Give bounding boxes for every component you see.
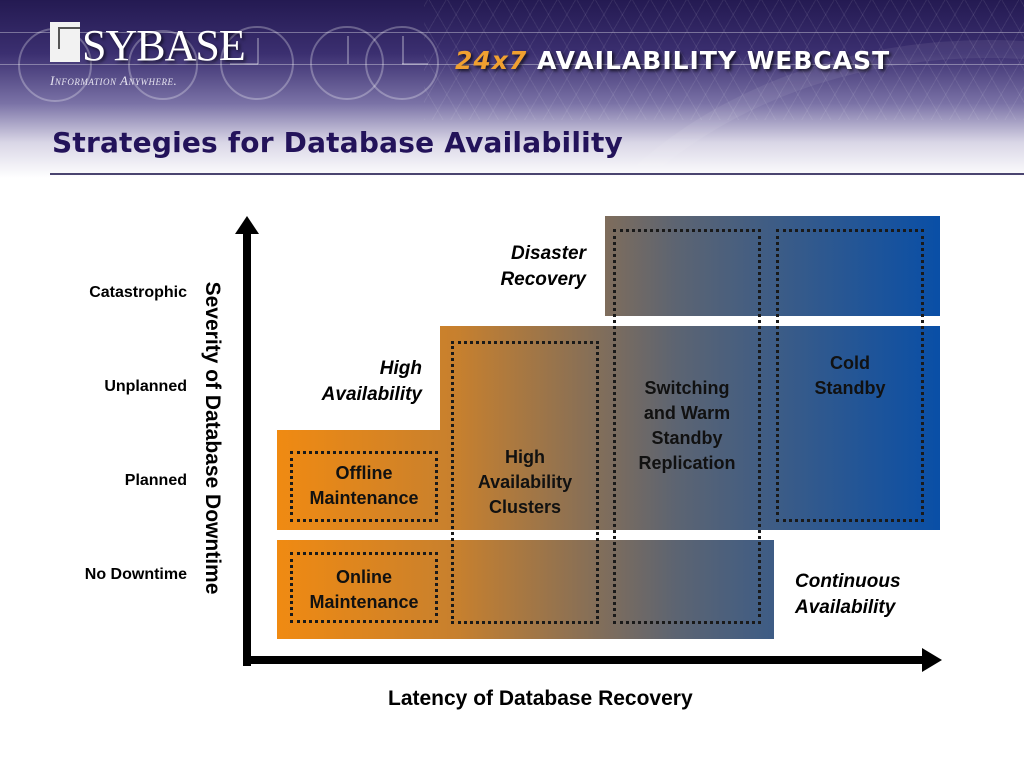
label-line: Online [335,567,392,587]
high-availability-note: High Availability [322,356,422,408]
warm-standby-label: Switching and Warm Standby Replication [613,376,761,476]
ha-clusters-box [451,341,599,624]
webcast-title: 24x7 AVAILABILITY WEBCAST [455,46,890,75]
band-planned [277,430,940,530]
y-category-planned: Planned [124,472,187,489]
label-line: Cold [830,353,870,373]
clock-icon [220,26,294,100]
label-line: Maintenance [309,488,419,508]
online-maintenance-label: Online Maintenance [290,565,438,615]
x-axis-arrow-icon [922,648,942,672]
label-line: High [505,447,545,467]
header-line [0,32,1024,33]
label-line: Clusters [488,497,562,517]
offline-maintenance-box [290,451,438,522]
note-line: Continuous [795,571,901,592]
ha-clusters-label: High Availability Clusters [451,445,599,520]
title-divider [50,173,1024,175]
y-category-catastrophic: Catastrophic [89,284,187,301]
slide-title: Strategies for Database Availability [52,126,623,159]
band-catastrophic [605,216,940,316]
y-axis-label: Severity of Database Downtime [201,281,224,595]
brand-name: SYBASE [82,21,246,70]
label-line: Switching [644,378,730,398]
note-line: Recovery [500,269,586,290]
note-line: Availability [321,384,422,405]
clock-icon [128,30,198,100]
webcast-label: AVAILABILITY WEBCAST [537,46,891,75]
note-line: Availability [795,597,896,618]
header-banner: SYBASE Information Anywhere. 24x7 AVAILA… [0,0,1024,178]
cold-standby-label: Cold Standby [776,351,924,401]
label-line: Standby [814,378,886,398]
brand-tagline: Information Anywhere. [50,73,178,88]
y-axis [243,232,251,666]
label-line: Replication [638,453,736,473]
disaster-recovery-note: Disaster Recovery [500,241,586,293]
warm-standby-box [613,229,761,624]
label-line: Standby [651,428,723,448]
label-line: Maintenance [309,592,419,612]
y-axis-arrow-icon [235,216,259,234]
label-line: and Warm [643,403,731,423]
y-category-unplanned: Unplanned [104,378,187,395]
online-maintenance-box [290,552,438,623]
cold-standby-box [776,229,924,522]
continuous-availability-note: Continuous Availability [795,569,901,621]
clock-icon [365,26,439,100]
label-line: Availability [477,472,573,492]
note-line: Disaster [511,243,586,264]
header-line [0,64,1024,65]
x-axis-label: Latency of Database Recovery [388,687,693,710]
webcast-accent: 24x7 [455,46,528,75]
sybase-logo-icon [50,22,80,62]
note-line: High [379,358,422,379]
label-line: Offline [335,463,393,483]
offline-maintenance-label: Offline Maintenance [290,461,438,511]
x-axis [243,656,925,664]
y-category-no-downtime: No Downtime [84,566,187,583]
